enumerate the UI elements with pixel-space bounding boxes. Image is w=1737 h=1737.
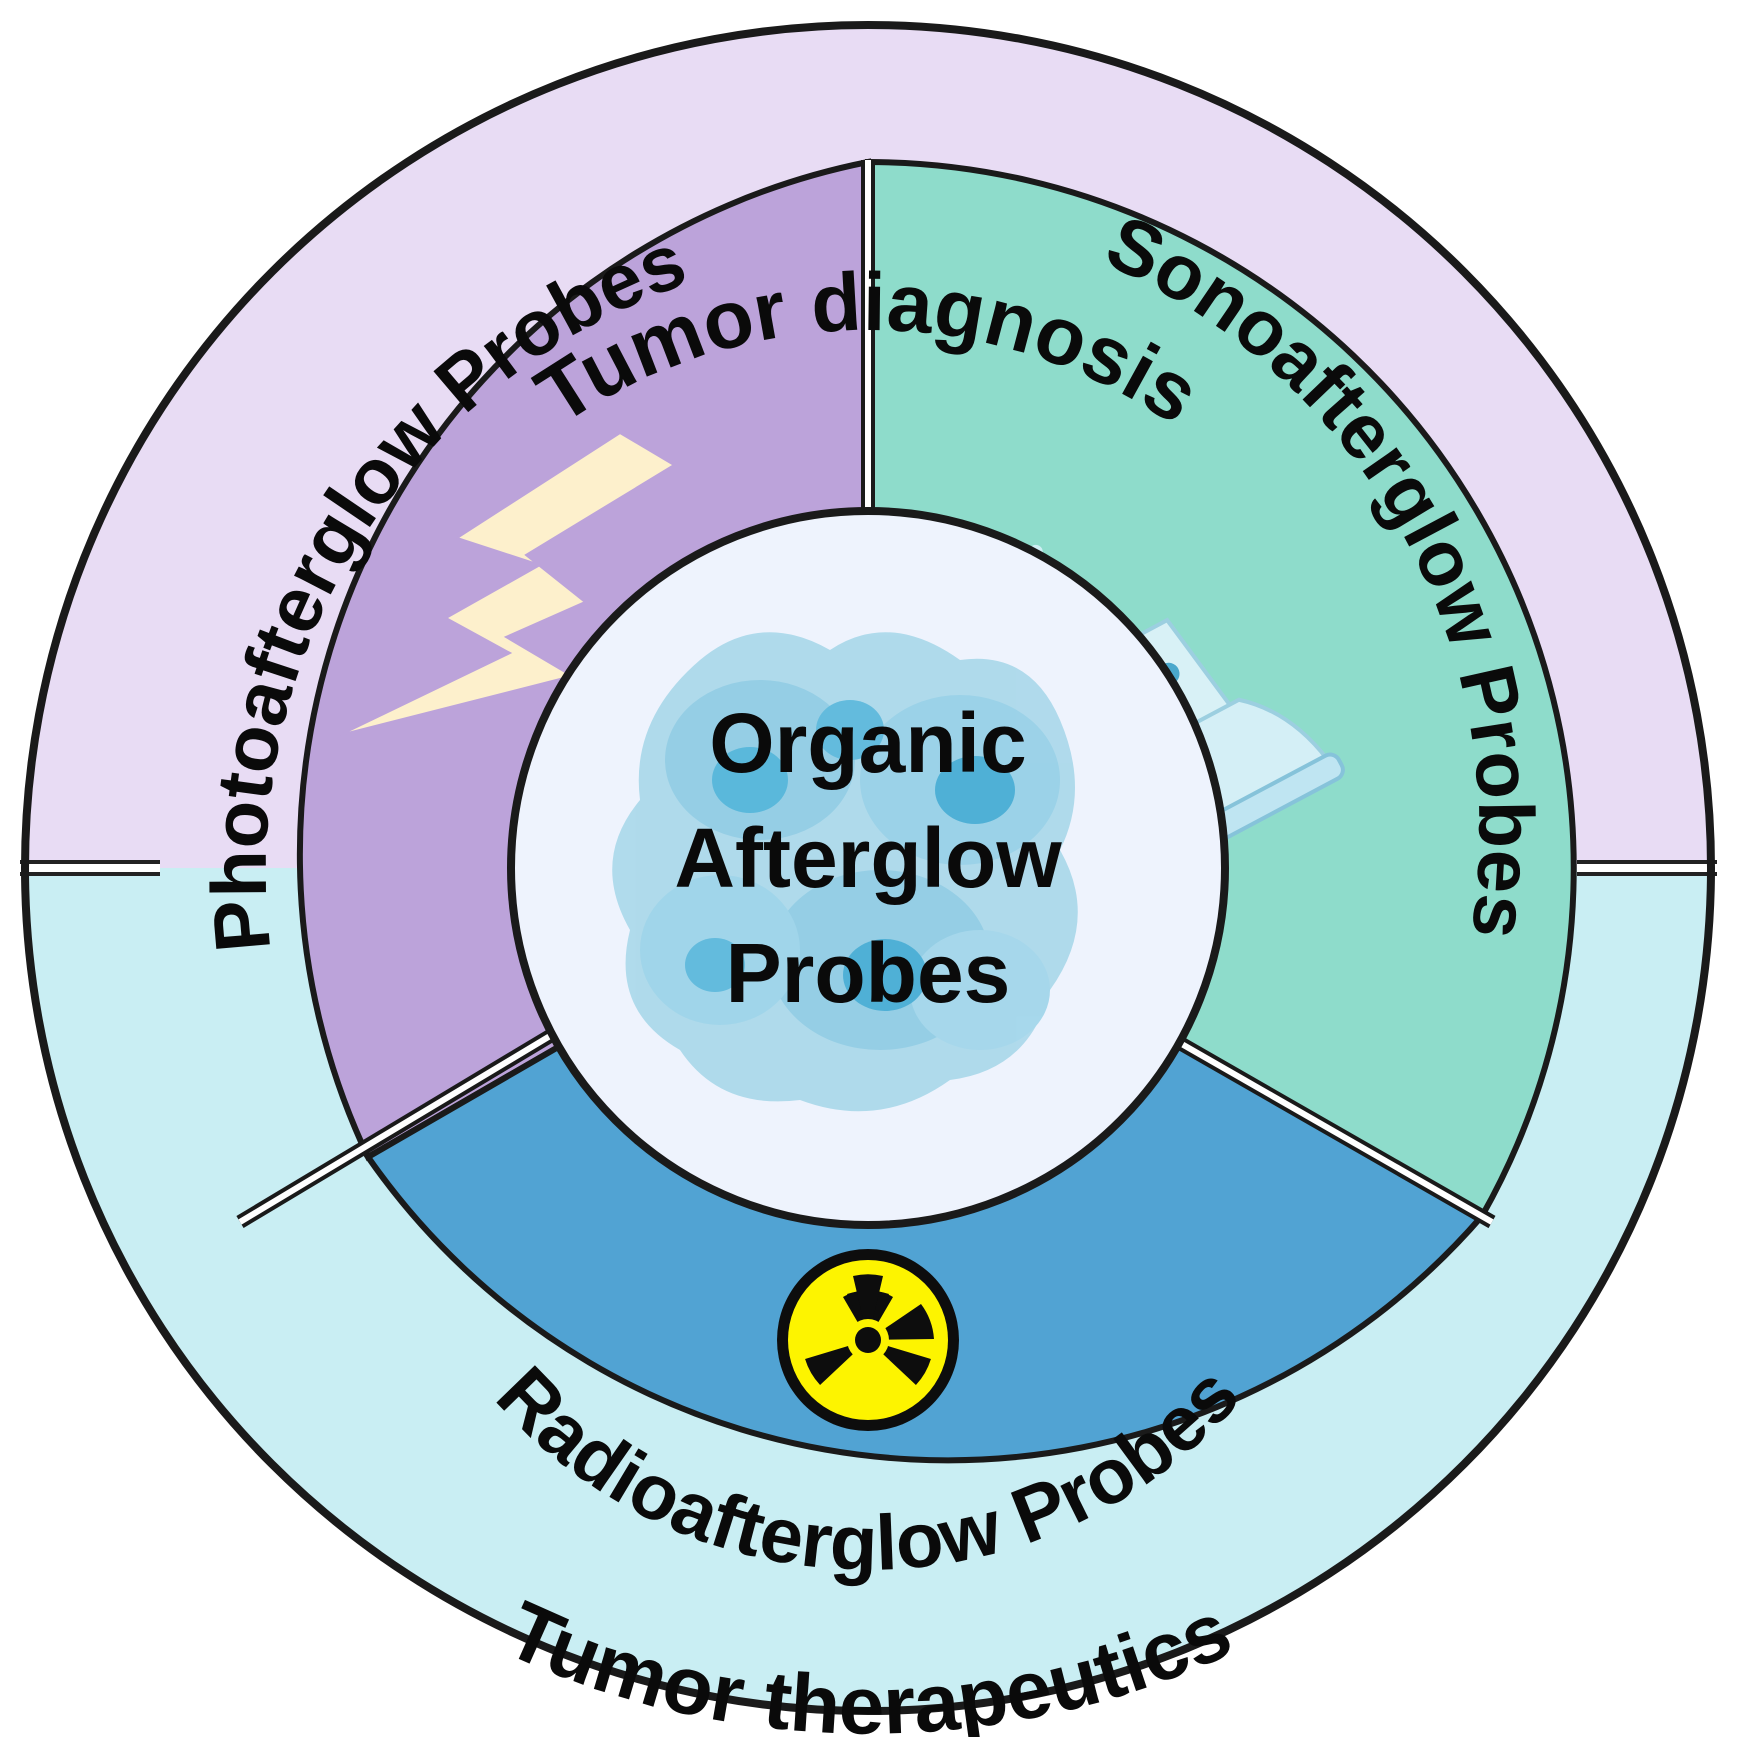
lightning-bolt-icon [339, 431, 676, 736]
radiation-hazard-icon [777, 1249, 959, 1431]
cell-cluster-illustration [612, 632, 1078, 1112]
separator-right-gap [1178, 1040, 1494, 1225]
center-line-1: Organic [709, 696, 1026, 790]
center-line-3: Probes [726, 926, 1011, 1020]
outer-border [21, 21, 1715, 1715]
separator-left-gap [238, 1027, 562, 1225]
center-line-2: Afterglow [674, 811, 1062, 905]
